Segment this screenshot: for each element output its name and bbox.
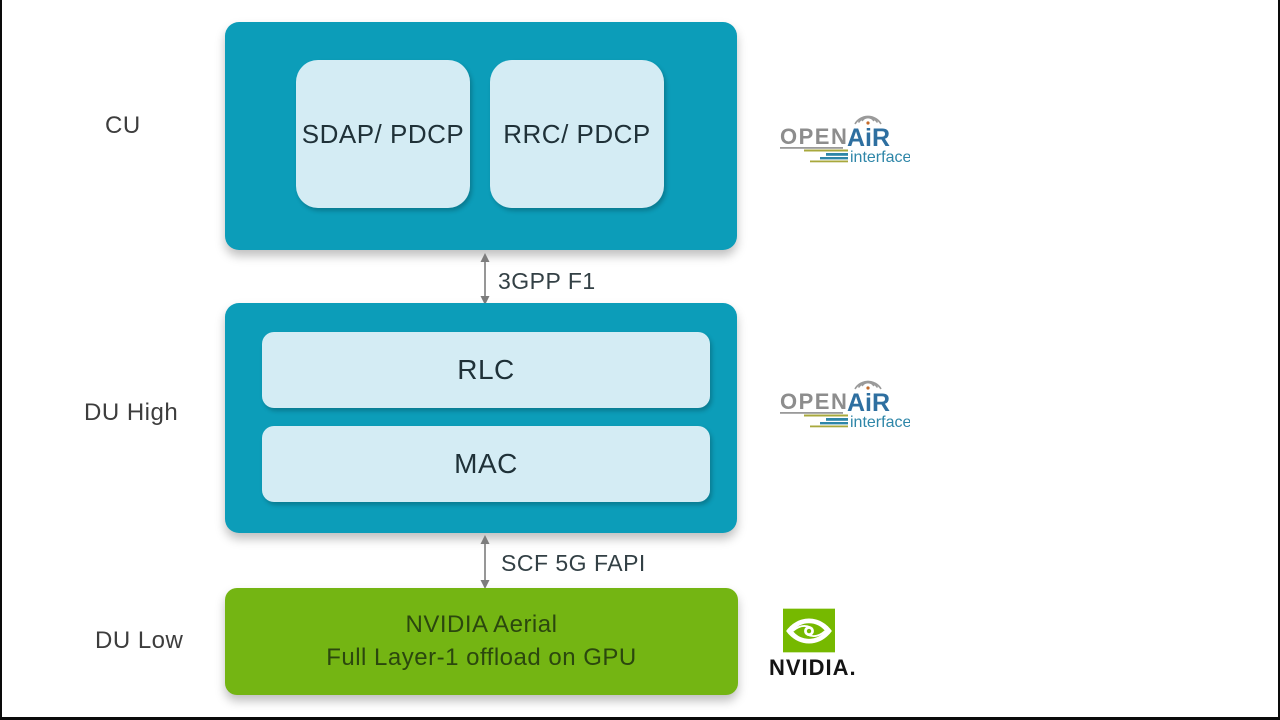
nvidia-eye-icon (783, 608, 835, 653)
fapi-double-arrow-icon (480, 535, 490, 589)
du-high-layer-label: DU High (84, 399, 179, 426)
rlc-label: RLC (457, 354, 515, 385)
oai-air-text: AiR (847, 389, 890, 417)
oai-open-text: OPEN (780, 389, 848, 414)
sdap-pdcp-block: SDAP/ PDCP (296, 60, 470, 208)
bottom-edge-bar (0, 717, 1280, 720)
oai-open-text: OPEN (780, 124, 848, 149)
nvidia-logo: NVIDIA. (769, 608, 879, 688)
left-edge-bar (0, 0, 2, 720)
nvidia-aerial-line1: NVIDIA Aerial (405, 611, 558, 638)
mac-label: MAC (454, 448, 518, 479)
openairinterface-logo: OPEN AiR interface (780, 115, 910, 166)
f1-interface-label: 3GPP F1 (498, 268, 596, 294)
cu-layer-label: CU (105, 112, 141, 139)
rrc-pdcp-block: RRC/ PDCP (490, 60, 664, 208)
sdap-pdcp-label: SDAP/ PDCP (301, 118, 465, 149)
cu-box: SDAP/ PDCP RRC/ PDCP (225, 22, 737, 250)
oai-interface-text: interface (850, 414, 910, 431)
f1-double-arrow-icon (480, 253, 490, 305)
fapi-interface-label: SCF 5G FAPI (501, 550, 646, 576)
rrc-pdcp-label: RRC/ PDCP (503, 118, 651, 149)
nvidia-aerial-block: NVIDIA Aerial Full Layer-1 offload on GP… (225, 588, 738, 695)
oai-air-text: AiR (847, 124, 890, 152)
du-high-box: RLC MAC (225, 303, 737, 533)
openairinterface-logo: OPEN AiR interface (780, 380, 910, 431)
nvidia-wordmark: NVIDIA. (769, 655, 857, 680)
right-edge-bar (1278, 0, 1280, 720)
nvidia-aerial-line2: Full Layer-1 offload on GPU (326, 644, 637, 671)
du-low-layer-label: DU Low (95, 627, 184, 654)
mac-block: MAC (262, 426, 710, 502)
rlc-block: RLC (262, 332, 710, 408)
oai-interface-text: interface (850, 149, 910, 166)
